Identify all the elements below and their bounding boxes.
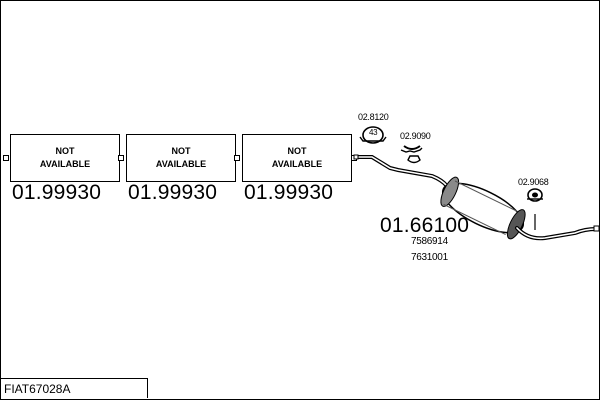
gasket-part-number: 02.8120 <box>358 112 389 122</box>
hanger-icon <box>527 188 543 202</box>
not-available-box-2: NOT AVAILABLE <box>126 134 236 182</box>
tail-connector <box>593 225 600 232</box>
front-connector <box>353 154 359 160</box>
connector-left-1 <box>3 155 9 161</box>
muffler-part-number: 01.66100 <box>380 214 470 237</box>
hanger-part-number: 02.9068 <box>518 177 549 187</box>
not-available-label-3: NOT AVAILABLE <box>271 146 323 169</box>
catalog-code: FIAT67028A <box>0 378 148 398</box>
gasket-label: 43 <box>369 128 378 137</box>
clamp-icon <box>400 145 423 164</box>
connector-right-2 <box>234 155 240 161</box>
not-available-label-2: NOT AVAILABLE <box>155 146 207 169</box>
part-number-box-2: 01.99930 <box>128 181 218 204</box>
clamp-part-number: 02.9090 <box>400 131 431 141</box>
oem-ref-2: 7631001 <box>411 252 448 263</box>
not-available-box-1: NOT AVAILABLE <box>10 134 120 182</box>
part-number-box-1: 01.99930 <box>12 181 102 204</box>
connector-right-1 <box>118 155 124 161</box>
not-available-box-3: NOT AVAILABLE <box>242 134 352 182</box>
part-number-box-3: 01.99930 <box>244 181 334 204</box>
oem-ref-1: 7586914 <box>411 236 448 247</box>
not-available-label-1: NOT AVAILABLE <box>39 146 91 169</box>
gasket-icon <box>359 126 387 144</box>
rear-muffler <box>440 176 526 240</box>
